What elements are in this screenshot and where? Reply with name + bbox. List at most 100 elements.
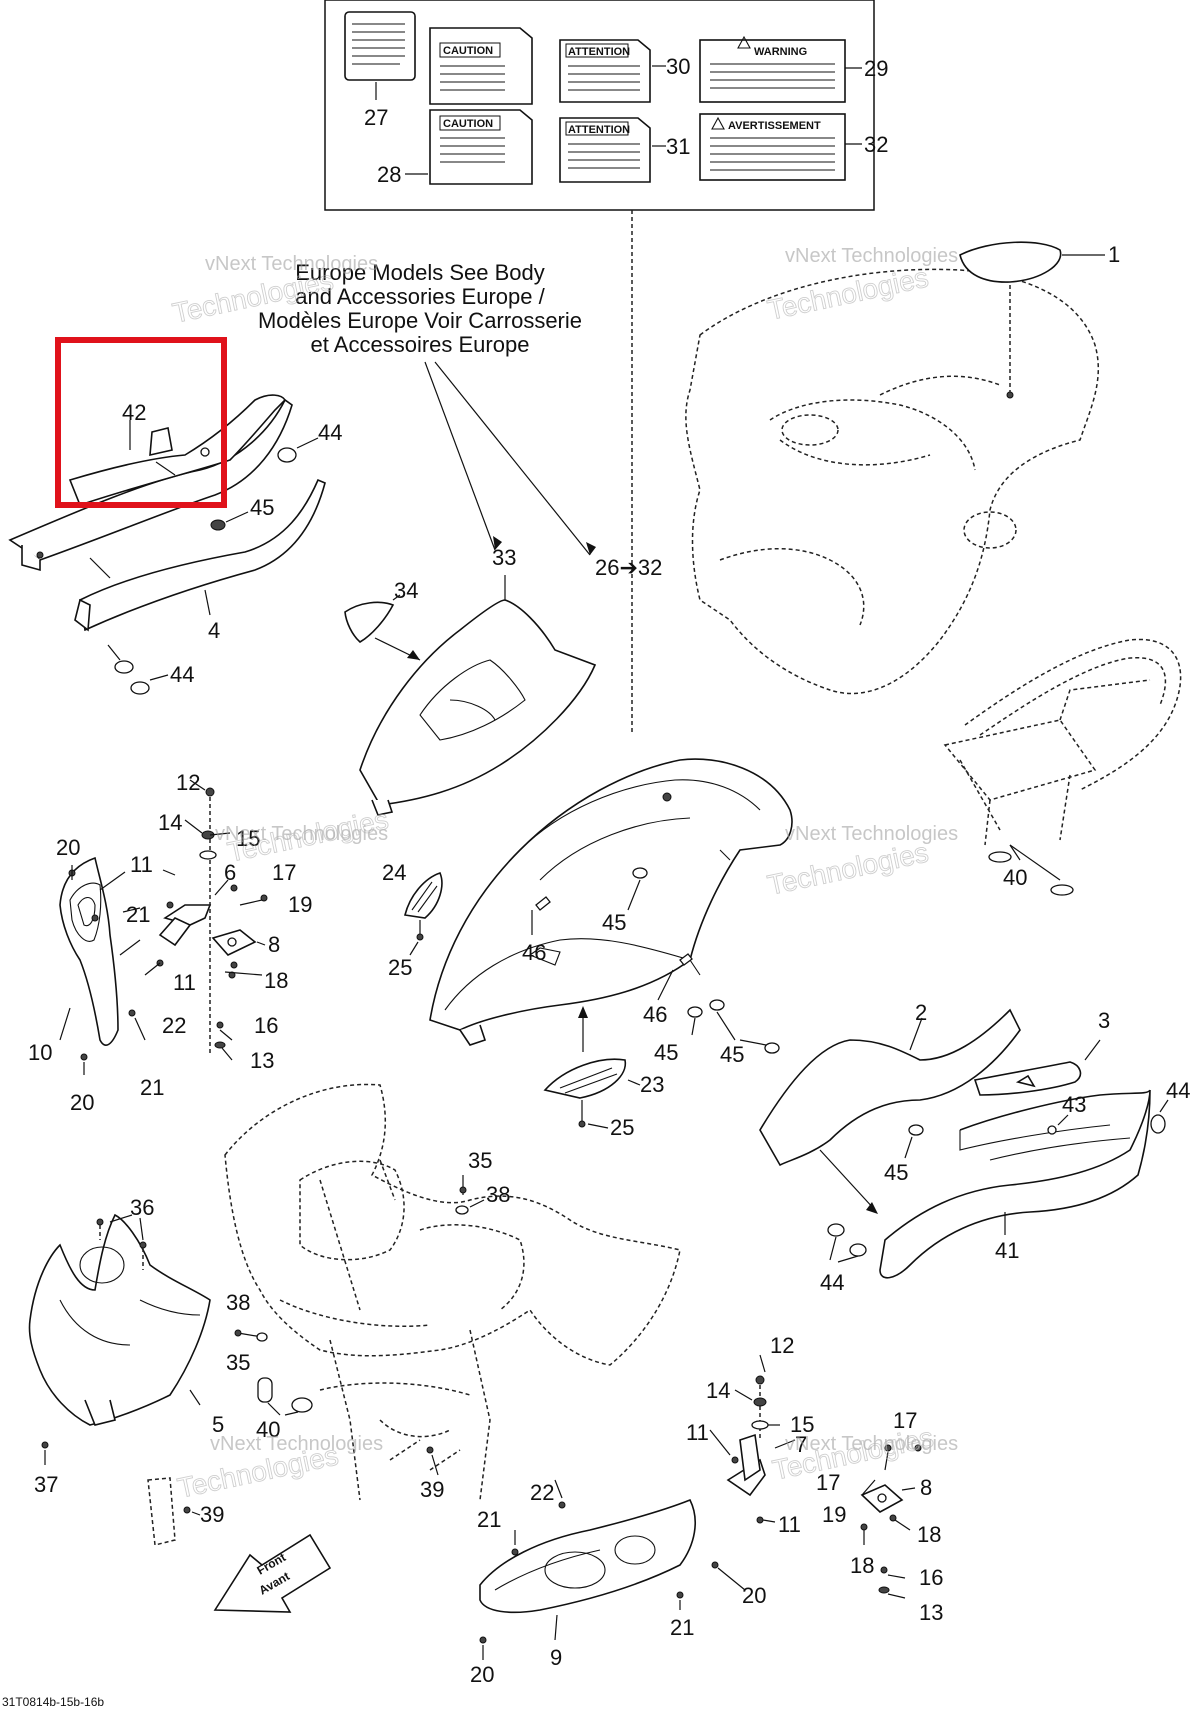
side-panel-41[interactable] (879, 1089, 1151, 1279)
grommet-45-right[interactable] (904, 1124, 924, 1159)
hardware-stack-right[interactable] (479, 1354, 922, 1660)
callout-25-lower: 25 (610, 1115, 634, 1140)
vent-23[interactable] (543, 1006, 641, 1099)
note-line-4: et Accessoires Europe (311, 332, 530, 357)
callout-45-lower-a: 45 (654, 1040, 678, 1065)
label-inset-box: 27 CAUTION CAUTION 28 ATTENTION (324, 0, 888, 735)
bolt-35-upper[interactable] (459, 1175, 467, 1195)
rear-fender-assembly[interactable] (685, 241, 1105, 695)
front-nose-5[interactable] (28, 1213, 211, 1426)
watermark-1: vNext Technologies (205, 253, 378, 275)
callout-10: 10 (28, 1040, 52, 1065)
callout-21-left-top: 21 (126, 902, 150, 927)
callout-11-left-top: 11 (130, 852, 153, 877)
drawing-code: 31T0814b-15b-16b (2, 1695, 104, 1709)
callout-16-right: 16 (919, 1565, 943, 1590)
decal-28[interactable]: CAUTION CAUTION (405, 27, 533, 185)
bracket-7[interactable] (726, 1433, 796, 1497)
callout-23: 23 (640, 1072, 664, 1097)
bolt-35-lower[interactable] (234, 1329, 268, 1342)
rubber-washers-40[interactable] (988, 851, 1074, 896)
callout-46-lower: 46 (643, 1002, 667, 1027)
grommets-44-lower[interactable] (107, 644, 169, 695)
rivet-46-lower[interactable] (657, 953, 693, 1001)
grommets-40-front[interactable] (257, 1377, 313, 1416)
grommet-44-upper[interactable] (277, 437, 319, 463)
highlight-box-42 (55, 337, 227, 508)
callout-20-right: 20 (742, 1583, 766, 1608)
screw-37[interactable] (41, 1441, 49, 1465)
vent-24[interactable] (404, 872, 443, 956)
callout-18-right-a: 18 (917, 1522, 941, 1547)
decal-29[interactable]: WARNING (699, 35, 862, 103)
callout-8-right: 8 (920, 1475, 932, 1500)
warning-title: WARNING (754, 46, 807, 58)
callout-21-right-bottom: 21 (670, 1615, 694, 1640)
callout-11-right-top: 11 (686, 1420, 709, 1445)
callout-1: 1 (1108, 242, 1120, 267)
callout-8-left: 8 (268, 932, 280, 957)
callout-16-left: 16 (254, 1013, 278, 1038)
fender-part-42[interactable] (68, 394, 287, 506)
clips-39[interactable] (147, 1446, 439, 1546)
centre-console-33[interactable] (359, 575, 597, 816)
screws-36[interactable] (96, 1214, 147, 1270)
callout-15-right: 15 (790, 1412, 814, 1437)
callout-43: 43 (1062, 1092, 1086, 1117)
grommets-44-right-lower[interactable] (827, 1223, 867, 1263)
headlight-housing-9[interactable] (479, 1498, 696, 1641)
note-line-2: and Accessories Europe / (295, 284, 545, 309)
callout-9: 9 (550, 1645, 562, 1670)
callout-39-right: 39 (420, 1477, 444, 1502)
grommets-45-lower[interactable] (687, 999, 780, 1054)
callout-22-right: 22 (530, 1480, 554, 1505)
callout-14-left: 14 (158, 810, 182, 835)
rear-rack[interactable] (943, 638, 1182, 881)
callout-11-left-bottom: 11 (173, 970, 196, 995)
callout-14-right: 14 (706, 1378, 730, 1403)
screw-25-lower[interactable] (578, 1100, 609, 1129)
decal-32[interactable]: AVERTISSEMENT (699, 113, 862, 181)
callout-44-lower: 44 (170, 662, 194, 687)
decal-31[interactable]: ATTENTION (559, 117, 666, 183)
decal-30[interactable]: ATTENTION (559, 39, 666, 103)
watermark-6: vNext Technologies (785, 1433, 958, 1455)
callout-22-left: 22 (162, 1013, 186, 1038)
callout-44-upper: 44 (318, 420, 342, 445)
callout-34: 34 (394, 578, 418, 603)
callout-11-right-bottom: 11 (778, 1512, 801, 1537)
rivet-46-upper[interactable] (531, 896, 551, 935)
grommet-45-left[interactable] (210, 511, 249, 531)
hardware-stack-left[interactable] (68, 779, 268, 1075)
bracket-6[interactable] (158, 879, 229, 947)
headlight-housing-10[interactable] (59, 856, 119, 1046)
main-body-panel[interactable] (429, 758, 793, 1046)
grommet-44-right-upper[interactable] (1150, 1099, 1169, 1134)
side-panel-2[interactable] (759, 1008, 1021, 1167)
callout-7: 7 (795, 1432, 807, 1457)
callout-12-left: 12 (176, 770, 200, 795)
callout-3: 3 (1098, 1008, 1110, 1033)
front-fender-frame[interactable] (224, 1083, 681, 1501)
mount-8-left[interactable] (211, 929, 266, 956)
callout-28: 28 (377, 162, 401, 187)
callout-35-upper: 35 (468, 1148, 492, 1173)
callout-36: 36 (130, 1195, 154, 1220)
mount-8-right[interactable] (860, 1484, 916, 1513)
callout-45-body: 45 (602, 910, 626, 935)
cover-34[interactable] (344, 594, 421, 661)
callout-45-right: 45 (884, 1160, 908, 1185)
watermark-3b: Technologies (225, 804, 391, 868)
callout-41: 41 (995, 1238, 1019, 1263)
callout-20-left-bottom: 20 (70, 1090, 94, 1115)
washer-38-upper[interactable] (455, 1199, 485, 1215)
trim-3[interactable] (973, 1039, 1101, 1096)
callout-13-right: 13 (919, 1600, 943, 1625)
callout-17-right-top: 17 (893, 1408, 917, 1433)
grommet-45-body[interactable] (627, 867, 648, 911)
decal-27[interactable] (344, 11, 416, 100)
callout-40-front: 40 (256, 1417, 280, 1442)
left-footwell-panel[interactable] (8, 398, 326, 632)
note-line-1: Europe Models See Body (295, 260, 545, 285)
clip-43[interactable] (1047, 1114, 1069, 1135)
